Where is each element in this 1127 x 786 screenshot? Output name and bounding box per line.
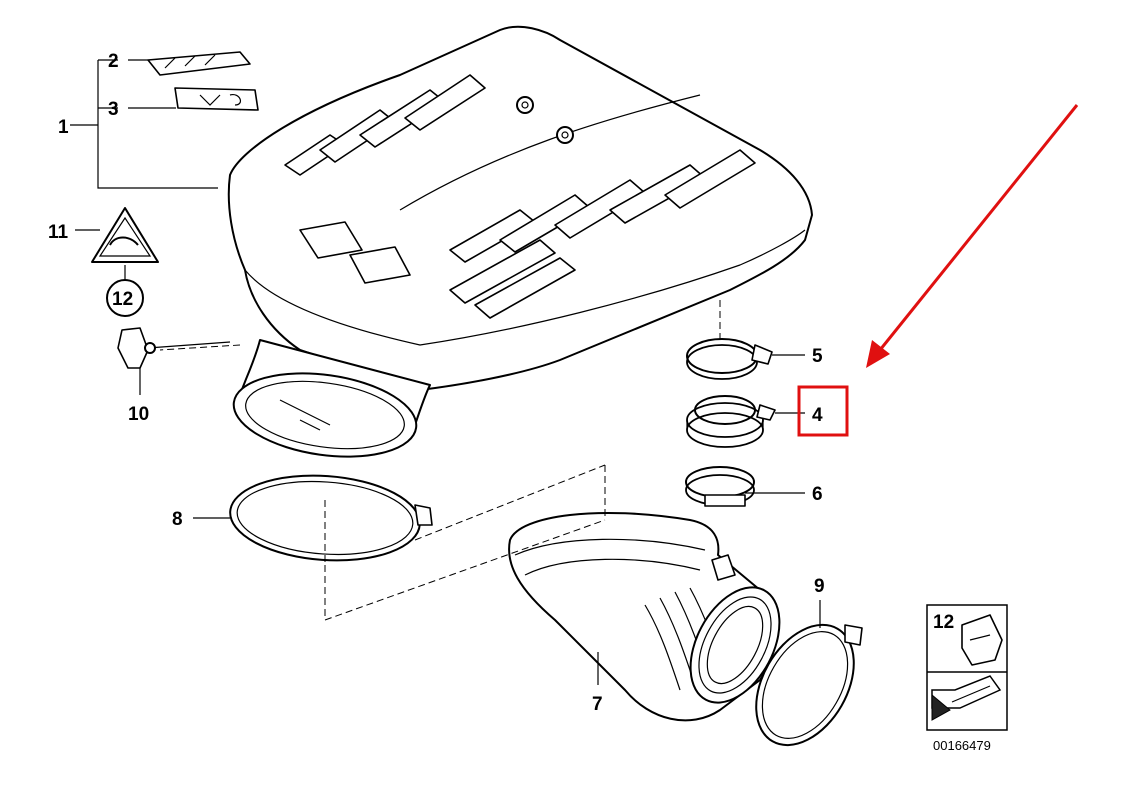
engine-cover	[227, 25, 813, 458]
callout-11: 11	[48, 222, 69, 243]
clamp-part-6	[685, 466, 755, 507]
callout-7: 7	[592, 694, 603, 715]
callout-5: 5	[812, 346, 823, 367]
callout-2: 2	[108, 51, 119, 72]
callout-3: 3	[108, 99, 119, 120]
warning-label	[91, 207, 159, 263]
clamp-part-5	[686, 338, 773, 380]
callout-6: 6	[812, 484, 823, 505]
callout-12: 12	[112, 289, 133, 310]
clip-part	[117, 327, 231, 369]
assembly-guides	[159, 300, 721, 621]
callout-4: 4	[812, 405, 823, 426]
callout-8: 8	[172, 509, 183, 530]
highlight-box	[797, 385, 849, 437]
emblem-v8	[174, 87, 259, 111]
hose-part-7	[508, 511, 781, 722]
gasket-part-8	[229, 474, 433, 562]
emblem-m	[147, 51, 251, 76]
inset-legend: 12 00166479	[926, 604, 1008, 753]
callout-9: 9	[814, 576, 825, 597]
callout-1: 1	[58, 117, 69, 138]
leader-lines	[70, 59, 821, 685]
clamp-part-9	[755, 623, 863, 747]
callout-10: 10	[128, 404, 149, 425]
diagram-id: 00166479	[933, 738, 991, 753]
red-arrow	[866, 104, 1079, 368]
callouts: 1 2 3 4 5 6 7 8 9 10 11 12	[48, 51, 825, 715]
callout-12-circle	[106, 279, 144, 317]
adapter-part-4	[686, 395, 776, 448]
inset-label: 12	[933, 612, 954, 633]
